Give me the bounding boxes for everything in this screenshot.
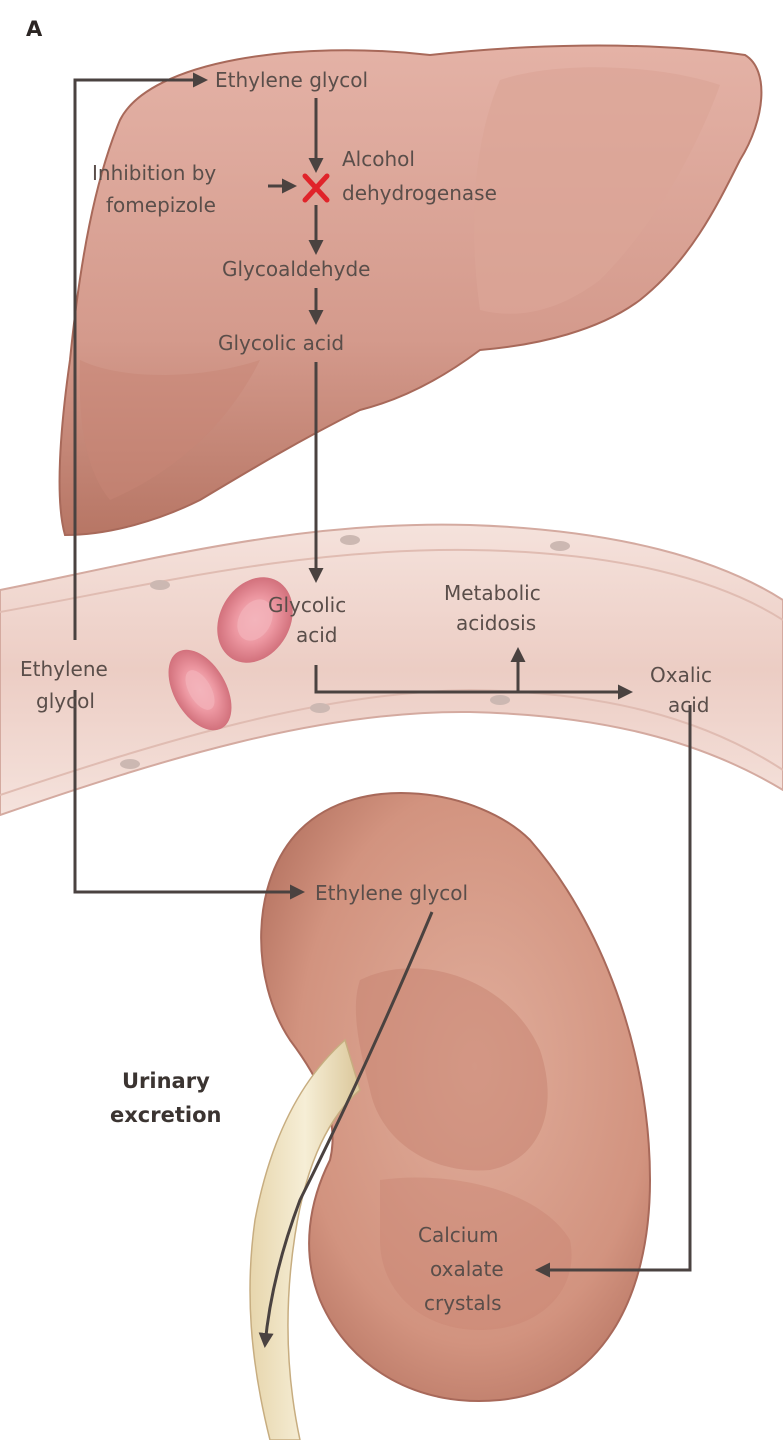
blood-glycolic-label-line2: acid bbox=[296, 623, 338, 647]
panel-label: A bbox=[26, 17, 43, 41]
calcium-oxalate-label-line3: crystals bbox=[424, 1291, 502, 1315]
glycoaldehyde-label: Glycoaldehyde bbox=[222, 257, 370, 281]
liver-glycolic-acid-label: Glycolic acid bbox=[218, 331, 344, 355]
enzyme-label-line1: Alcohol bbox=[342, 147, 415, 171]
blood-glycolic-label-line1: Glycolic bbox=[268, 593, 346, 617]
oxalic-acid-label-line1: Oxalic bbox=[650, 663, 712, 687]
urinary-excretion-label-line1: Urinary bbox=[122, 1069, 210, 1093]
liver-ethylene-glycol-label: Ethylene glycol bbox=[215, 68, 368, 92]
inhibition-label-line1: Inhibition by bbox=[92, 161, 216, 185]
oxalic-acid-label-line2: acid bbox=[668, 693, 710, 717]
urinary-excretion-label-line2: excretion bbox=[110, 1103, 221, 1127]
metabolic-acidosis-label-line2: acidosis bbox=[456, 611, 536, 635]
calcium-oxalate-label-line2: oxalate bbox=[430, 1257, 504, 1281]
liver-organ bbox=[60, 46, 762, 535]
blood-ethylene-glycol-label-line2: glycol bbox=[36, 689, 95, 713]
blood-ethylene-glycol-label-line1: Ethylene bbox=[20, 657, 108, 681]
kidney-ethylene-glycol-label: Ethylene glycol bbox=[315, 881, 468, 905]
inhibition-label-line2: fomepizole bbox=[106, 193, 216, 217]
metabolic-acidosis-label-line1: Metabolic bbox=[444, 581, 541, 605]
enzyme-label-line2: dehydrogenase bbox=[342, 181, 497, 205]
calcium-oxalate-label-line1: Calcium bbox=[418, 1223, 499, 1247]
